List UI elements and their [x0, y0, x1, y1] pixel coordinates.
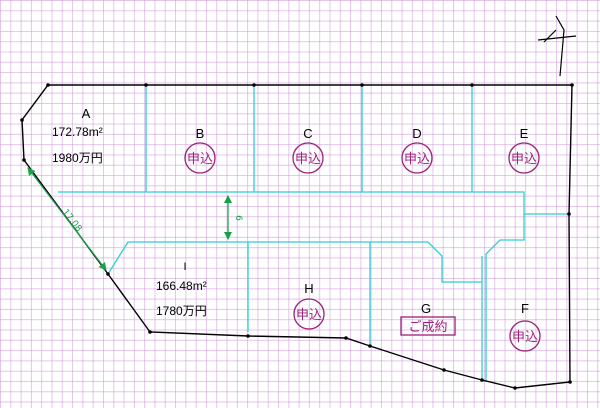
lot-d-status: 申込	[404, 152, 430, 167]
lot-i: I 166.48m² 1780万円	[156, 261, 207, 318]
lot-division-lines	[58, 85, 569, 382]
road-width-dimension: 6	[224, 195, 243, 240]
diagonal-dimension-label: 17.08	[60, 208, 84, 235]
lot-c: C 申込	[292, 126, 324, 174]
lot-d-id: D	[412, 126, 421, 141]
status-stamp	[508, 142, 540, 174]
lot-g-status: ご成約	[408, 319, 447, 335]
lot-b-status: 申込	[187, 152, 213, 167]
lot-a-price: 1980万円	[52, 151, 103, 165]
lot-h: H 申込	[293, 281, 325, 330]
status-stamp	[184, 142, 216, 174]
lot-a-id: A	[82, 106, 91, 121]
lot-f: F 申込	[509, 301, 541, 352]
status-stamp	[292, 142, 324, 174]
north-arrow-icon	[537, 15, 577, 77]
lot-g-id: G	[421, 301, 431, 316]
lot-i-area: 166.48m²	[156, 279, 207, 293]
lot-a: A 172.78m² 1980万円	[52, 106, 103, 165]
lot-f-id: F	[521, 301, 529, 316]
lot-b: B 申込	[184, 126, 216, 174]
lot-d: D 申込	[401, 126, 433, 174]
lot-g: G ご成約	[400, 301, 456, 336]
site-boundary	[20, 83, 574, 390]
lot-a-area: 172.78m²	[52, 125, 103, 139]
sold-stamp	[400, 316, 456, 336]
lot-f-status: 申込	[512, 330, 538, 345]
lot-e-status: 申込	[511, 152, 537, 167]
status-stamp	[509, 320, 541, 352]
lot-h-id: H	[304, 281, 313, 296]
lot-e-id: E	[520, 126, 529, 141]
road-width-label: 6	[233, 215, 243, 221]
lot-c-status: 申込	[295, 152, 321, 167]
lot-i-price: 1780万円	[156, 304, 207, 318]
status-stamp	[401, 142, 433, 174]
lot-h-status: 申込	[296, 308, 322, 323]
diagonal-dimension: 17.08	[27, 167, 107, 271]
status-stamp	[293, 298, 325, 330]
lot-i-id: I	[183, 261, 186, 273]
lot-e: E 申込	[508, 126, 540, 174]
lot-b-id: B	[196, 126, 205, 141]
lot-c-id: C	[303, 126, 312, 141]
